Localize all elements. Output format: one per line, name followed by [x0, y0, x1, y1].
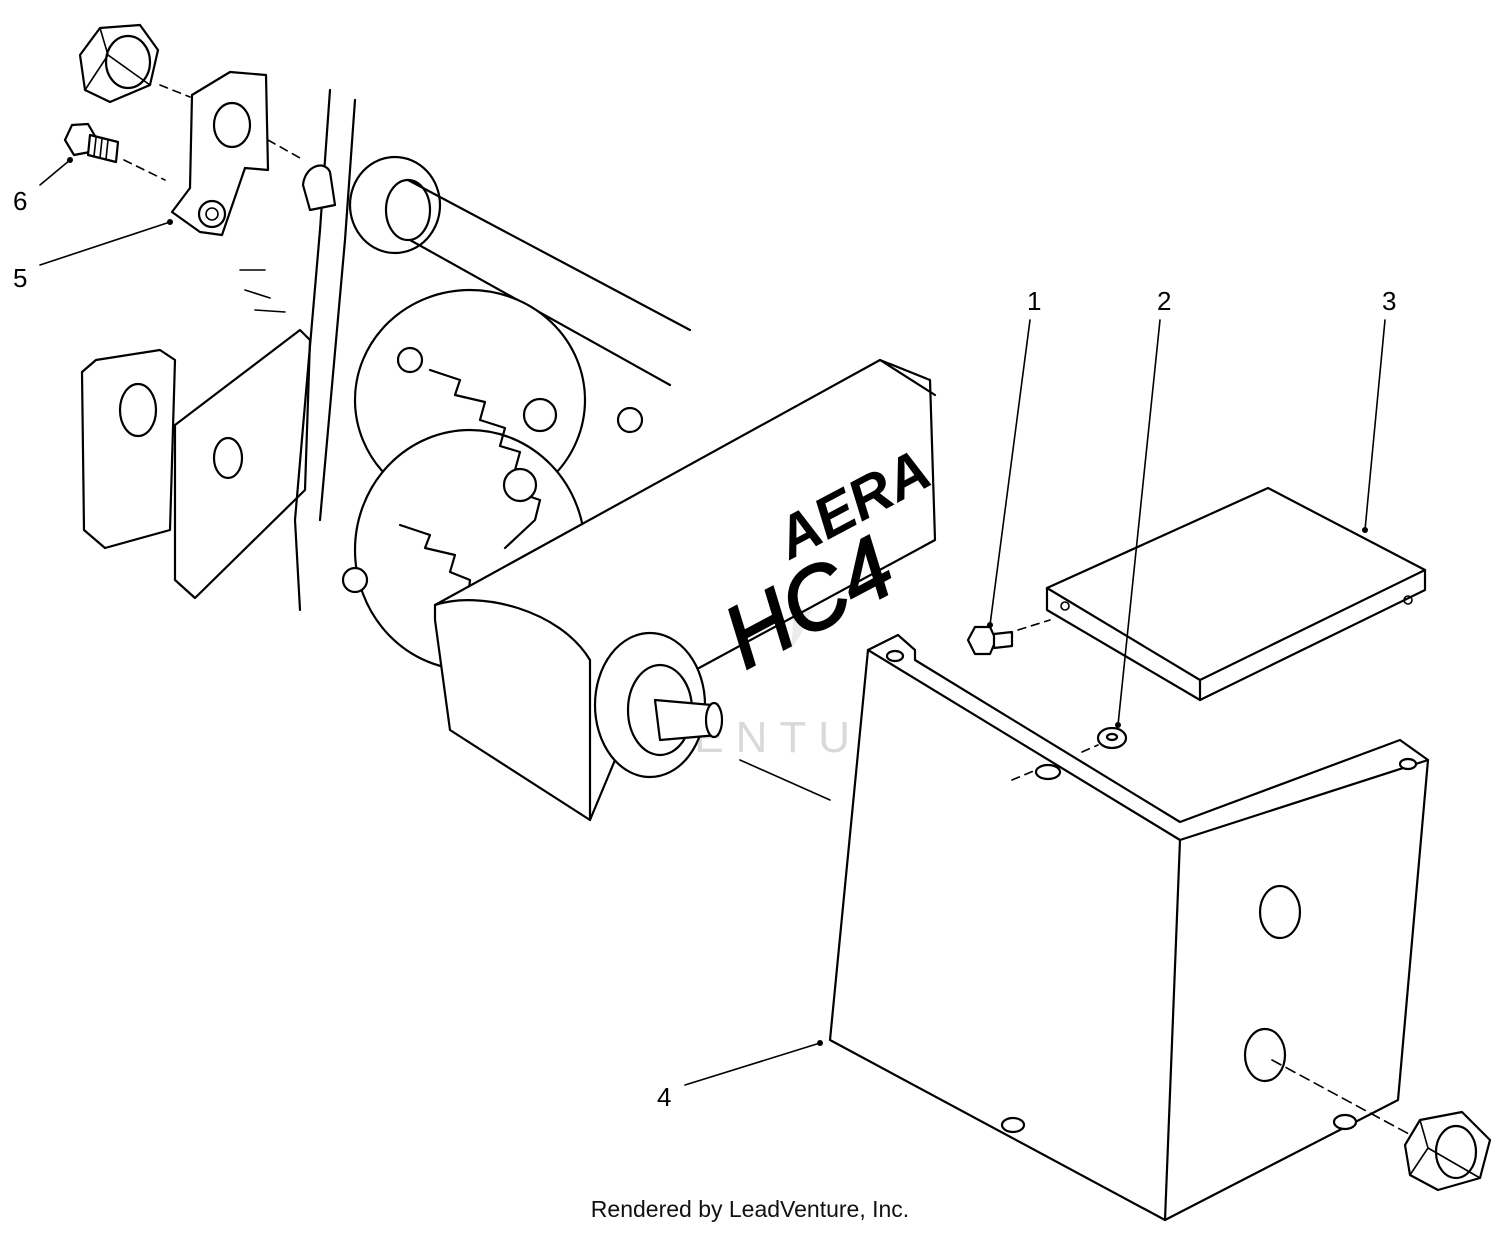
mounting-bracket — [170, 70, 270, 237]
callout-1: 1 — [1027, 286, 1041, 316]
bolt-part-1 — [966, 625, 1014, 656]
callout-2: 2 — [1157, 286, 1171, 316]
callout-3: 3 — [1382, 286, 1396, 316]
callout-5: 5 — [13, 263, 27, 293]
callout-4: 4 — [657, 1082, 671, 1112]
bolt-part-6 — [63, 122, 120, 164]
cover-plate-part-3 — [1045, 486, 1427, 702]
machine-frame: AERA HC4 — [80, 88, 941, 822]
nut-bottom-right — [1403, 1110, 1492, 1192]
nut-top-left — [78, 23, 160, 104]
callout-numbers: 6 5 1 2 3 4 — [13, 186, 1396, 1112]
callout-6: 6 — [13, 186, 27, 216]
washer-part-2 — [1096, 726, 1128, 750]
leader-lines — [39, 157, 1386, 1086]
footer-credit: Rendered by LeadVenture, Inc. — [590, 1196, 910, 1222]
guard-box-part-4 — [828, 633, 1430, 1222]
